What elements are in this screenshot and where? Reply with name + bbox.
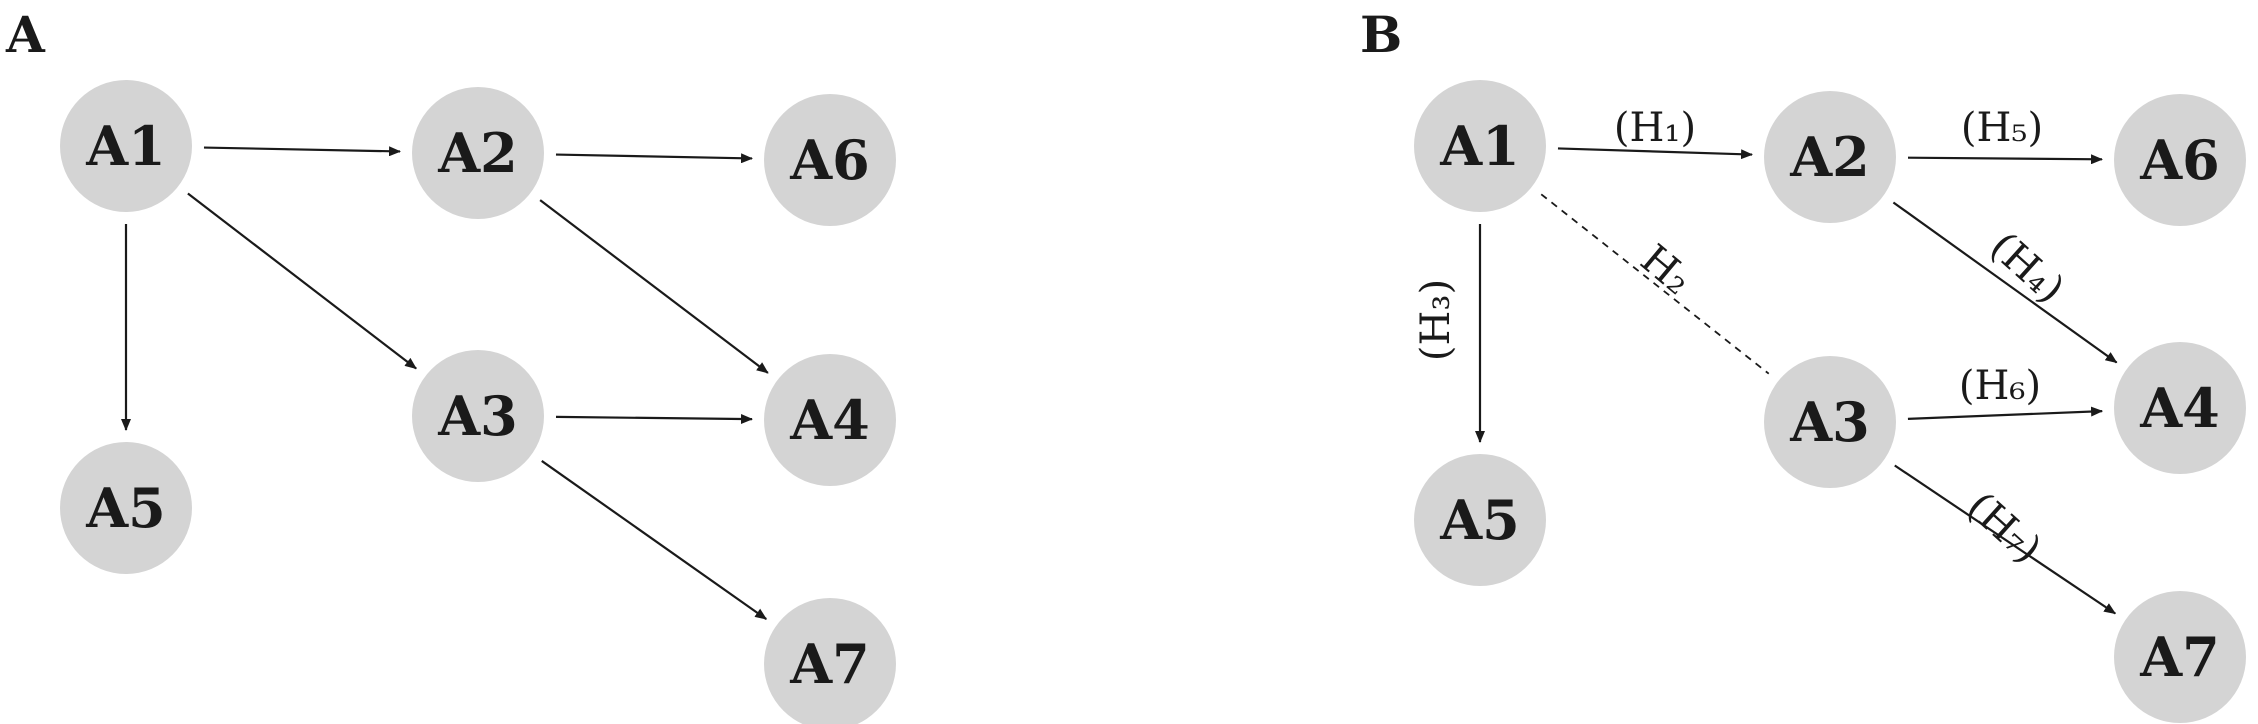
node-a5: A5 — [1414, 454, 1546, 586]
node-a4: A4 — [2114, 342, 2246, 474]
node-circle — [764, 94, 896, 226]
edge-a2-a6-arrow — [555, 153, 754, 164]
edge-label-a1-a5: (H₃) — [1413, 279, 1459, 361]
node-circle — [2114, 94, 2246, 226]
edge-a1-a2-arrow — [1557, 147, 1754, 160]
node-circle — [60, 442, 192, 574]
edge-a1-a3-arrow — [187, 192, 417, 370]
node-label: A6 — [2139, 128, 2219, 192]
node-label: A3 — [437, 384, 517, 448]
node-a2: A2 — [412, 87, 544, 219]
node-a1: A1 — [60, 80, 192, 212]
edge-a2-a4-arrow — [1892, 201, 2118, 364]
edge-a1-a3-dashed — [1540, 193, 1770, 375]
edge-a1-a2-arrow — [203, 146, 402, 157]
node-a6: A6 — [764, 94, 896, 226]
node-a2: A2 — [1764, 91, 1896, 223]
node-label: A1 — [1439, 114, 1519, 178]
edge-label-a2-a6: (H₅) — [1961, 105, 2043, 151]
node-circle — [764, 598, 896, 724]
node-label: A7 — [789, 632, 869, 696]
node-circle — [764, 354, 896, 486]
node-a7: A7 — [764, 598, 896, 724]
node-a5: A5 — [60, 442, 192, 574]
node-circle — [412, 350, 544, 482]
panel-label-a: A — [5, 5, 46, 64]
node-label: A2 — [1789, 125, 1869, 189]
node-label: A4 — [789, 388, 869, 452]
node-label: A6 — [789, 128, 869, 192]
edge-label-a3-a4: (H₆) — [1959, 363, 2041, 409]
edge-a2-a4-arrow — [539, 199, 769, 374]
node-label: A4 — [2139, 376, 2219, 440]
edge-a3-a4-arrow — [1907, 406, 2104, 420]
node-circle — [1414, 80, 1546, 212]
node-circle — [1414, 454, 1546, 586]
node-label: A3 — [1789, 390, 1869, 454]
node-circle — [412, 87, 544, 219]
node-circle — [2114, 591, 2246, 723]
node-a1: A1 — [1414, 80, 1546, 212]
node-label: A5 — [85, 476, 165, 540]
node-a7: A7 — [2114, 591, 2246, 723]
node-label: A1 — [85, 114, 165, 178]
node-circle — [1764, 356, 1896, 488]
node-label: A5 — [1439, 488, 1519, 552]
edge-a3-a7-arrow — [541, 460, 768, 620]
edge-a3-a7-arrow — [1894, 464, 2117, 615]
edge-label-a1-a2: (H₁) — [1614, 105, 1696, 151]
node-circle — [1764, 91, 1896, 223]
edge-a3-a4-arrow — [555, 413, 754, 424]
node-a3: A3 — [412, 350, 544, 482]
node-a4: A4 — [764, 354, 896, 486]
node-circle — [2114, 342, 2246, 474]
node-a6: A6 — [2114, 94, 2246, 226]
node-circle — [60, 80, 192, 212]
edge-label-a1-a3: H₂ — [1632, 236, 1701, 304]
node-label: A7 — [2139, 625, 2219, 689]
node-a3: A3 — [1764, 356, 1896, 488]
panel-label-b: B — [1360, 5, 1402, 64]
edge-a2-a6-arrow — [1907, 154, 2104, 165]
node-label: A2 — [437, 121, 517, 185]
